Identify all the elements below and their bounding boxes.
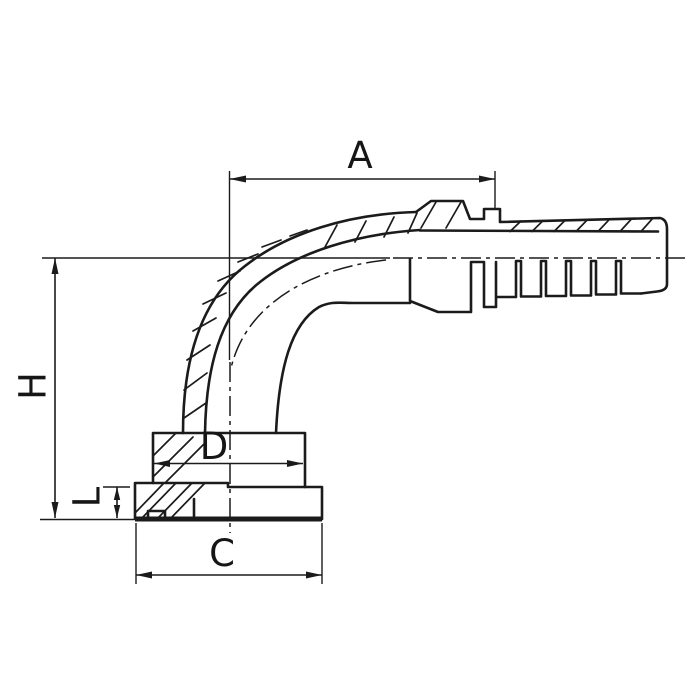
arrow-a-right (479, 175, 495, 183)
dim-label-d: D (200, 425, 229, 468)
shell-serration-ticks (509, 218, 653, 233)
flange-section-hatch (135, 432, 205, 520)
arrow-c-right (306, 571, 322, 579)
hatching (135, 201, 653, 520)
shell-inner-line (418, 229, 660, 233)
fitting-outline (133, 199, 669, 521)
dim-label-l: L (66, 486, 109, 507)
arrow-a-left (229, 175, 246, 183)
flange-neck (151, 431, 307, 489)
bend-centerline (230, 259, 387, 369)
elbow-outer-curve (181, 210, 418, 435)
dim-label-a: A (347, 134, 372, 177)
dim-label-c: C (209, 532, 235, 575)
elbow-bore-curve (274, 301, 412, 435)
arrow-h-top (51, 258, 59, 274)
oring-groove (146, 509, 167, 521)
arrow-d-left (154, 460, 170, 467)
arrow-c-left (136, 571, 152, 579)
centerlines (229, 257, 688, 533)
arrow-d-right (287, 460, 303, 467)
hose-barb-profile (408, 257, 643, 314)
elbow-inner-band-curve (203, 228, 422, 435)
bend-serration-ticks (183, 212, 418, 419)
dimension-lines (54, 178, 495, 576)
extension-lines (40, 171, 496, 584)
flange-plate (133, 481, 324, 521)
arrow-l-bottom (113, 505, 121, 518)
arrow-h-bottom (51, 502, 59, 518)
collar-hatch (420, 201, 462, 229)
arrow-l-top (113, 487, 121, 500)
dimension-arrowheads (51, 175, 495, 579)
hose-tail-top-profile (414, 199, 669, 295)
dim-label-h: H (12, 372, 55, 400)
